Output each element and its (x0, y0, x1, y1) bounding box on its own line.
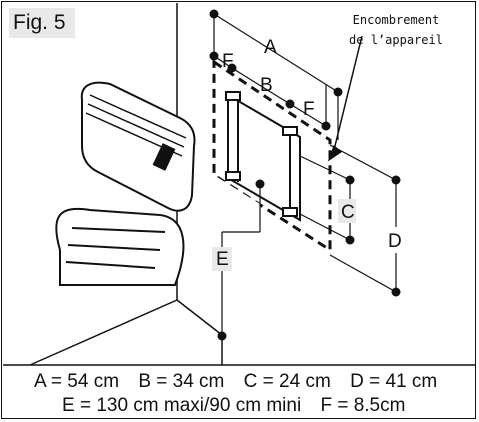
radiator-device (55, 81, 196, 286)
appliance-footprint (212, 59, 332, 253)
annotation-arrowhead (327, 144, 342, 162)
annotation-line-1: Encombrement (352, 13, 440, 27)
dim-line-B (231, 67, 291, 105)
legend-A: A = 54 cm (34, 371, 120, 392)
legend-line-2: E = 130 cm maxi/90 cm mini F = 8.5cm (62, 394, 405, 418)
legend-B: B = 34 cm (138, 371, 225, 392)
label-D: D (388, 231, 402, 252)
radiator-grille-2 (87, 103, 185, 148)
radiator-fin-2 (67, 244, 161, 251)
annotation-line-2: de l’appareil (349, 33, 443, 47)
label-E: E (216, 249, 229, 270)
label-C: C (341, 202, 355, 223)
label-B: B (260, 75, 273, 96)
legend-D: D = 41 cm (350, 371, 438, 392)
legend-E: E = 130 cm maxi/90 cm mini (62, 395, 302, 416)
label-A: A (264, 37, 277, 58)
dim-line-A (213, 13, 339, 93)
footprint-annotation: Encombrement de l’appareil (326, 10, 466, 50)
dimension-lines (213, 13, 397, 336)
floor-right-line (176, 299, 223, 336)
radiator-fin-1 (71, 227, 166, 233)
radiator-grille-1 (89, 94, 187, 139)
dimension-labels: A B F F C D E (212, 37, 406, 271)
label-F-right: F (303, 99, 315, 120)
legend-C: C = 24 cm (243, 371, 331, 392)
dim-line-F-right (289, 103, 327, 127)
label-F-left: F (222, 51, 234, 72)
floor-left-line (29, 299, 178, 366)
radiator-fin-3 (65, 261, 156, 269)
figure-label: Fig. 5 (9, 8, 75, 38)
dimension-dots (209, 9, 401, 341)
annotation-leader (333, 35, 363, 151)
legend-F: F = 8.5cm (320, 395, 406, 416)
legend-line-1: A = 54 cm B = 34 cm C = 24 cm D = 41 cm (34, 370, 437, 394)
radiator-control-panel (152, 143, 176, 171)
mounting-bracket (225, 91, 301, 222)
